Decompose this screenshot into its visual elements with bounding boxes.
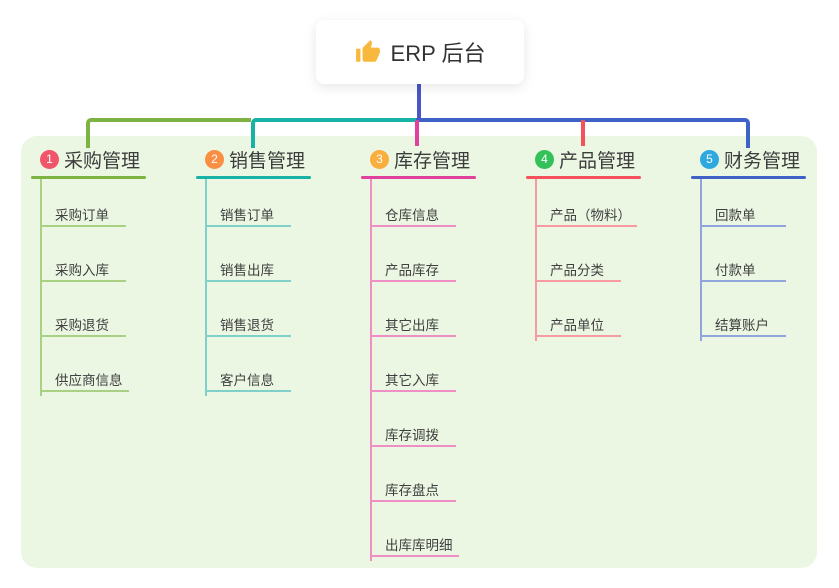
branch-inventory: 3 库存管理 仓库信息 产品库存 其它出库 其它入库 库存调拨 库存盘点 出库库… — [361, 136, 531, 568]
branch-heading-underline — [691, 176, 806, 179]
branch-product: 4 产品管理 产品（物料） 产品分类 产品单位 — [526, 136, 696, 568]
node-item[interactable]: 采购入库 — [40, 261, 126, 282]
branch-trunk-line — [40, 179, 42, 396]
node-item[interactable]: 产品库存 — [370, 261, 456, 282]
branch-title: 采购管理 — [64, 150, 141, 172]
node-item[interactable]: 付款单 — [700, 261, 786, 282]
branch-trunk-line — [700, 179, 702, 341]
branch-trunk-line — [370, 179, 372, 561]
branch-title: 销售管理 — [229, 150, 306, 172]
branch-heading-underline — [196, 176, 311, 179]
root-node[interactable]: ERP 后台 — [316, 20, 524, 84]
node-item[interactable]: 结算账户 — [700, 316, 786, 337]
connector-branch2 — [251, 118, 416, 148]
branch-number-badge: 4 — [535, 149, 554, 169]
node-item[interactable]: 库存盘点 — [370, 481, 456, 502]
connector-branch4 — [581, 120, 585, 146]
branch-number-badge: 2 — [205, 149, 224, 169]
node-item[interactable]: 回款单 — [700, 206, 786, 227]
branch-title: 库存管理 — [394, 150, 471, 172]
node-item[interactable]: 仓库信息 — [370, 206, 456, 227]
thumbs-up-icon — [355, 40, 380, 62]
branch-heading-underline — [526, 176, 641, 179]
branch-number-badge: 3 — [370, 149, 389, 169]
branch-title: 产品管理 — [559, 150, 636, 172]
node-item[interactable]: 出库库明细 — [370, 536, 459, 557]
branch-heading[interactable]: 5 财务管理 — [700, 148, 801, 172]
branch-heading-underline — [361, 176, 476, 179]
node-item[interactable]: 采购订单 — [40, 206, 126, 227]
node-item[interactable]: 产品（物料） — [535, 206, 637, 227]
node-item[interactable]: 库存调拨 — [370, 426, 456, 447]
node-item[interactable]: 采购退货 — [40, 316, 126, 337]
node-item[interactable]: 产品分类 — [535, 261, 621, 282]
node-item[interactable]: 供应商信息 — [40, 371, 129, 392]
branch-trunk-line — [205, 179, 207, 396]
node-item[interactable]: 其它入库 — [370, 371, 456, 392]
root-connector-line — [417, 84, 421, 120]
branch-heading[interactable]: 1 采购管理 — [40, 148, 141, 172]
branch-heading[interactable]: 3 库存管理 — [370, 148, 471, 172]
node-item[interactable]: 其它出库 — [370, 316, 456, 337]
branch-purchase: 1 采购管理 采购订单 采购入库 采购退货 供应商信息 — [31, 136, 201, 568]
connector-branch1 — [86, 118, 251, 148]
node-item[interactable]: 销售退货 — [205, 316, 291, 337]
branch-heading-underline — [31, 176, 146, 179]
branch-number-badge: 1 — [40, 149, 59, 169]
branches-panel — [21, 136, 817, 568]
connector-branch3 — [415, 120, 419, 146]
branch-heading[interactable]: 4 产品管理 — [535, 148, 636, 172]
root-title: ERP 后台 — [390, 41, 486, 66]
node-item[interactable]: 产品单位 — [535, 316, 621, 337]
branch-number-badge: 5 — [700, 149, 719, 169]
branch-finance: 5 财务管理 回款单 付款单 结算账户 — [691, 136, 839, 568]
branch-title: 财务管理 — [724, 150, 801, 172]
node-item[interactable]: 销售出库 — [205, 261, 291, 282]
node-item[interactable]: 客户信息 — [205, 371, 291, 392]
branch-sales: 2 销售管理 销售订单 销售出库 销售退货 客户信息 — [196, 136, 366, 568]
branch-heading[interactable]: 2 销售管理 — [205, 148, 306, 172]
branch-trunk-line — [535, 179, 537, 341]
node-item[interactable]: 销售订单 — [205, 206, 291, 227]
